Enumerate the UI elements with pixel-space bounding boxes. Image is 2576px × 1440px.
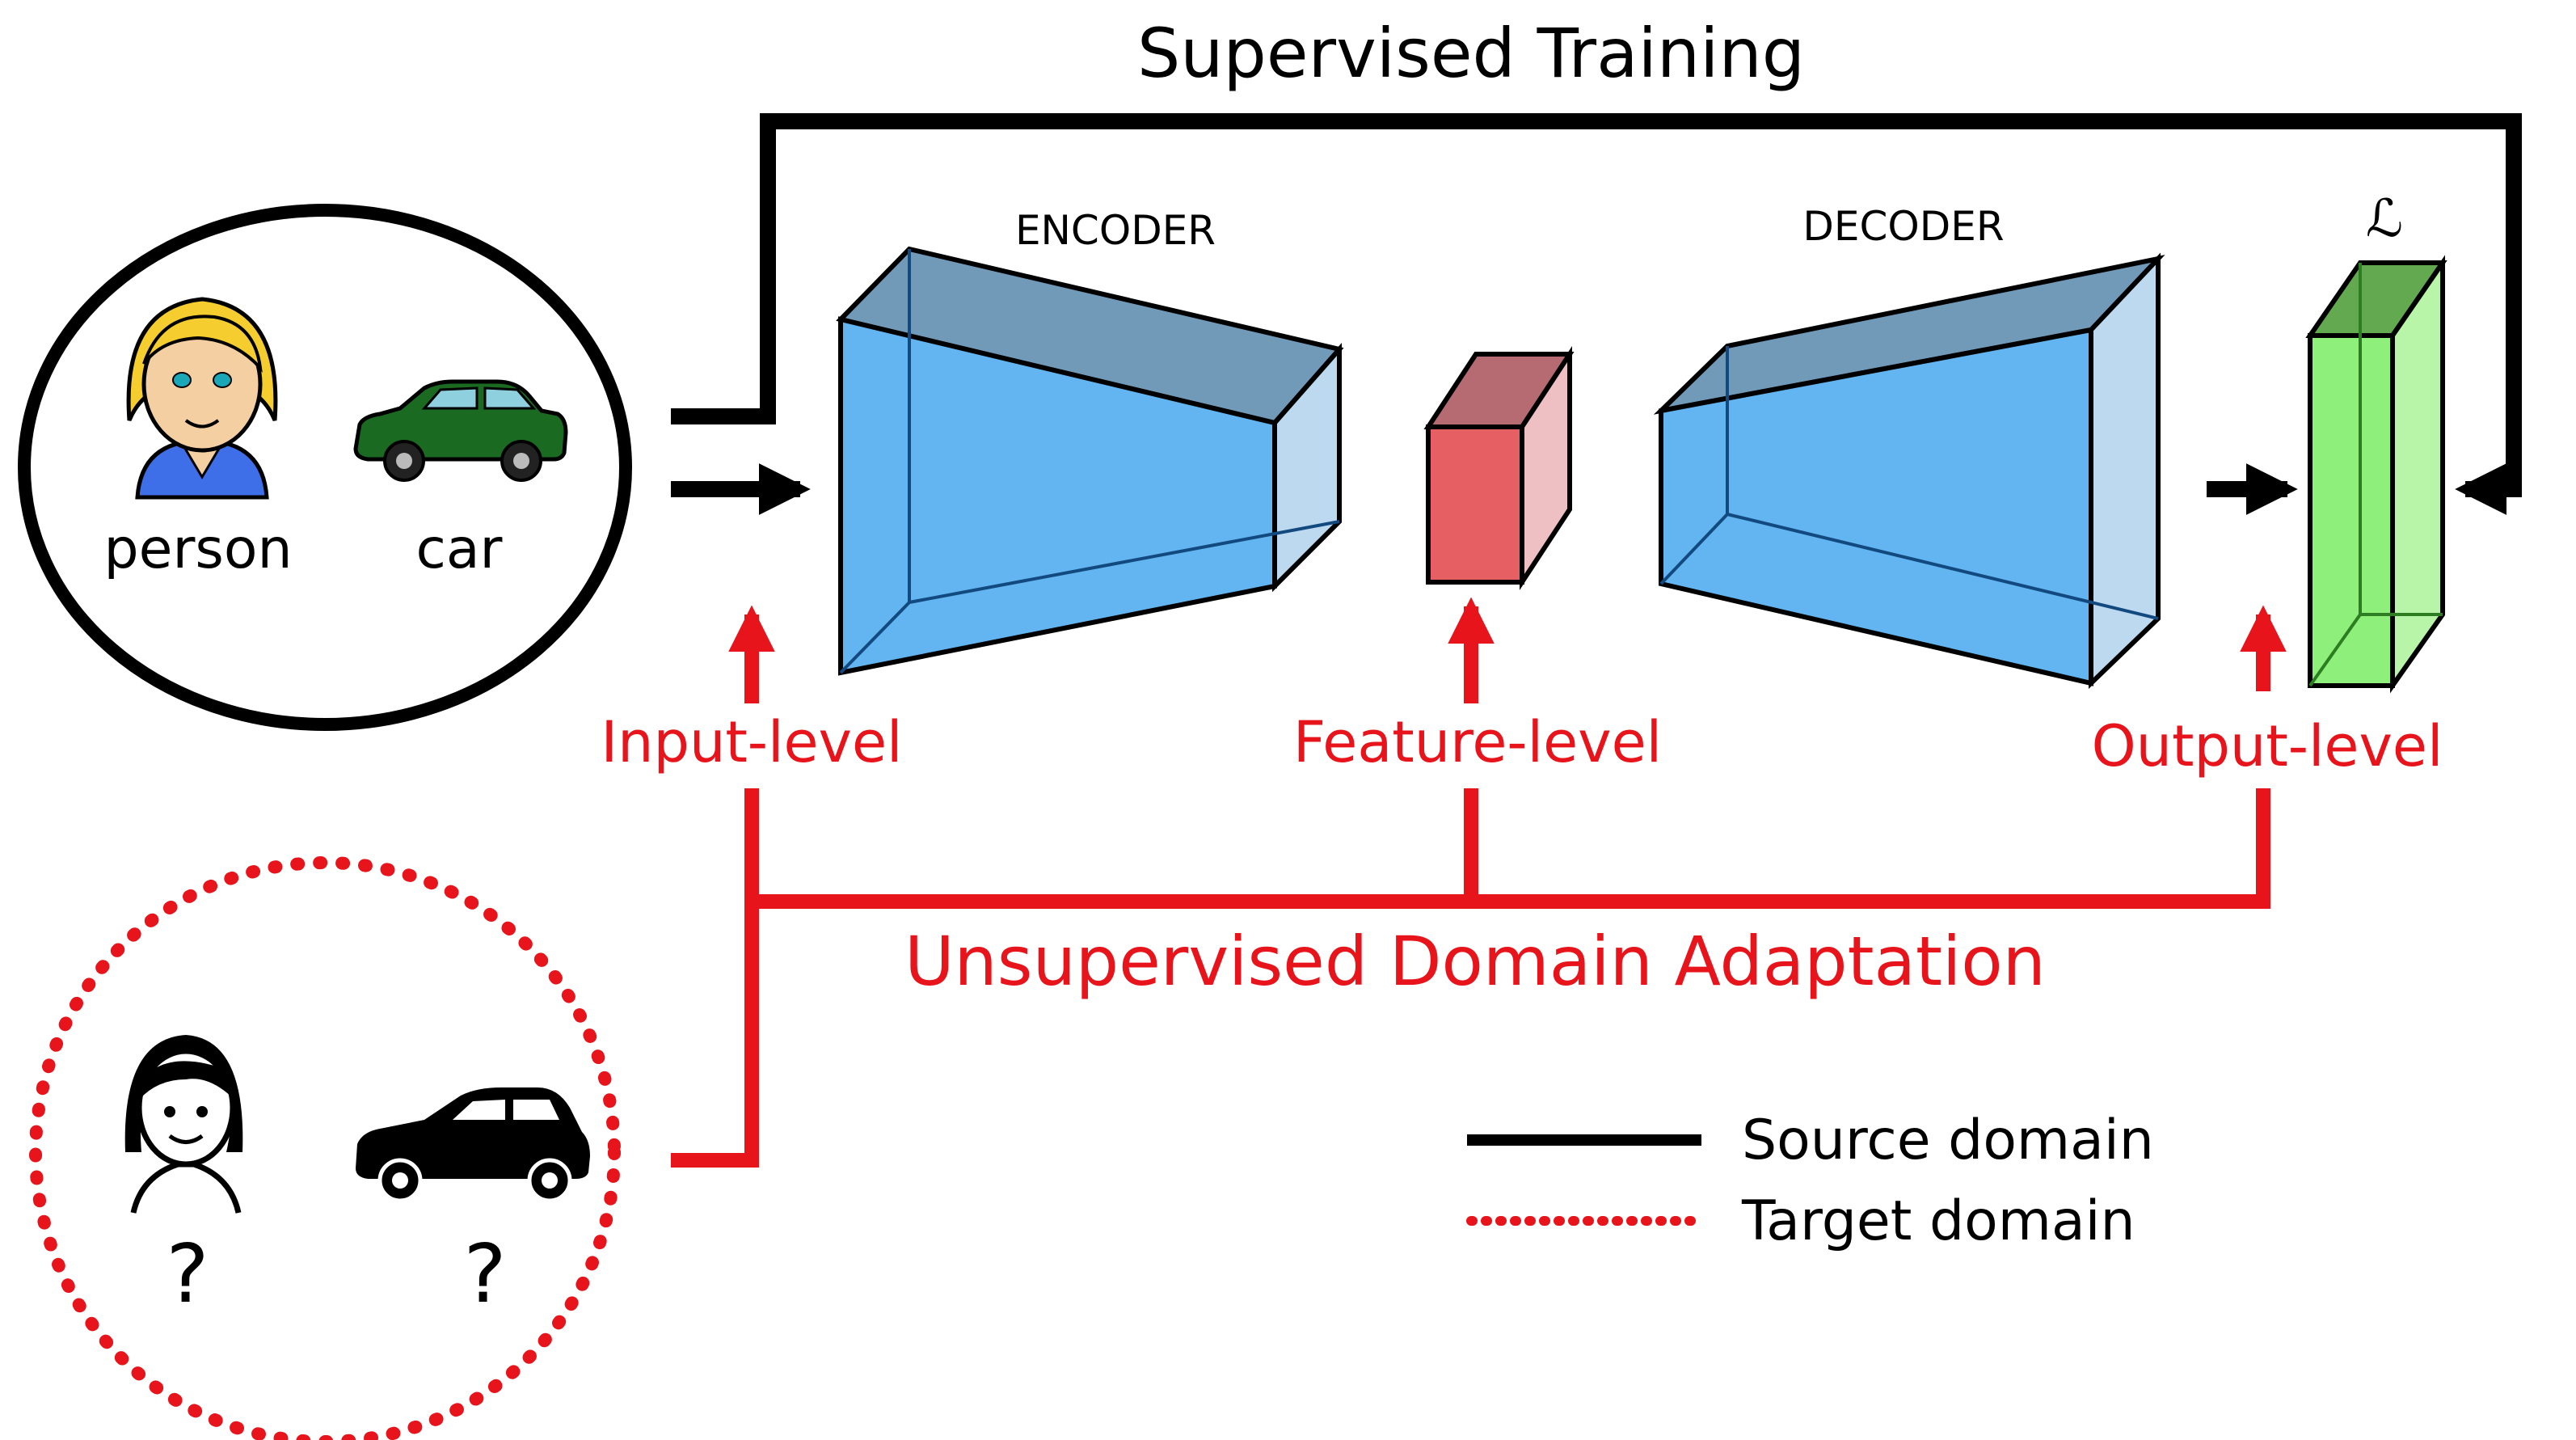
loss-symbol: ℒ xyxy=(2366,189,2403,249)
target-label-person: ? xyxy=(166,1227,209,1321)
decoder-label: DECODER xyxy=(1802,203,2004,250)
output-level-label: Output-level xyxy=(2092,713,2443,779)
car-illustration-icon xyxy=(353,379,568,482)
supervised-training-title: Supervised Training xyxy=(1137,14,1805,93)
source-label-car: car xyxy=(415,517,502,581)
uda-label: Unsupervised Domain Adaptation xyxy=(904,922,2046,1001)
legend-source-label: Source domain xyxy=(1742,1109,2154,1172)
person-silhouette-icon xyxy=(124,1035,243,1214)
car-silhouette-icon xyxy=(356,1087,590,1203)
decoder-block xyxy=(1653,252,2165,690)
encoder-label: ENCODER xyxy=(1015,207,1216,254)
feature-block xyxy=(1423,345,1575,591)
supervised-training-path xyxy=(671,113,2522,516)
source-label-person: person xyxy=(103,517,292,581)
encoder-block xyxy=(836,246,1344,676)
target-domain-circle xyxy=(29,856,621,1440)
feature-level-label: Feature-level xyxy=(1293,709,1662,775)
legend: Source domain Target domain xyxy=(1466,1109,2154,1253)
output-block xyxy=(2305,255,2447,694)
target-label-car: ? xyxy=(463,1227,506,1321)
person-illustration-icon xyxy=(126,297,278,500)
legend-target-label: Target domain xyxy=(1741,1189,2135,1253)
input-level-label: Input-level xyxy=(601,709,903,775)
